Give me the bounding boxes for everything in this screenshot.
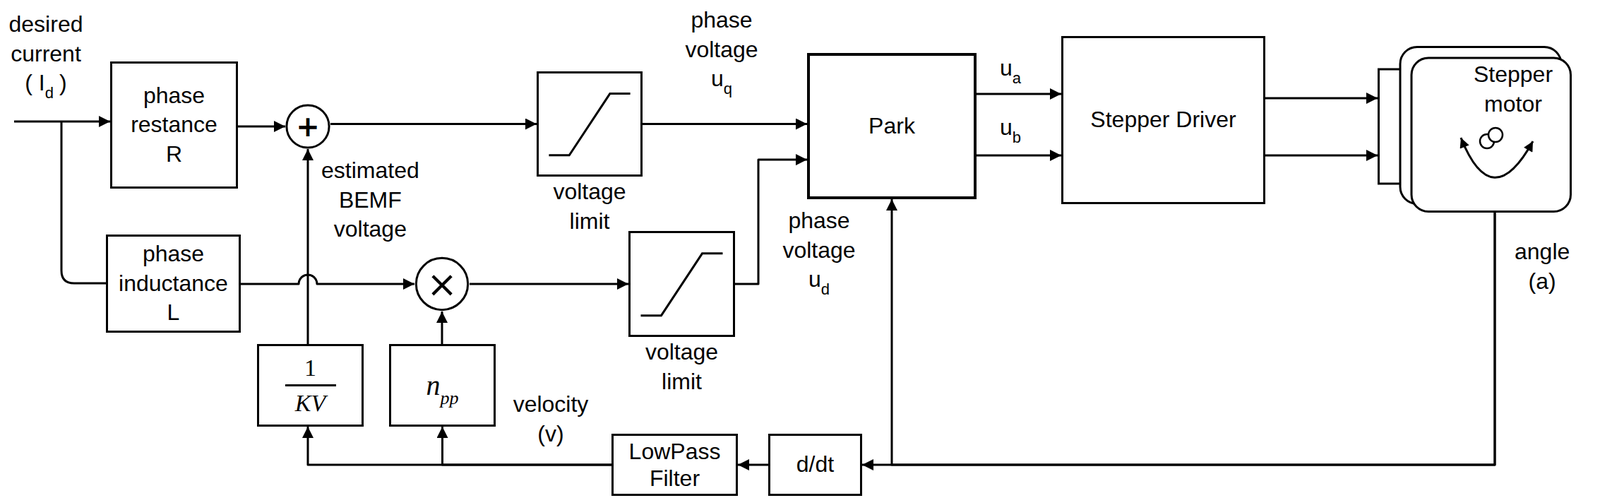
signal-subscript: b	[1012, 127, 1022, 149]
process-box: phase restance R	[110, 61, 238, 189]
saturation-icon	[641, 253, 724, 316]
signal-connector	[240, 274, 415, 284]
operator-symbol: +	[295, 112, 320, 141]
text-holder: ×	[414, 256, 470, 312]
box-label: phase inductance L	[118, 239, 229, 328]
block-caption: voltage limit	[645, 337, 719, 397]
signal-name: )	[59, 68, 68, 99]
signal-subscript: a	[1012, 68, 1022, 89]
saturation-icon	[630, 233, 733, 335]
circle-outline	[286, 105, 330, 148]
label-row: ( Id)	[24, 68, 67, 99]
label-row: ud	[808, 264, 830, 295]
gain-box: 1KV	[257, 343, 364, 427]
label-group: desired current( Id)	[9, 9, 84, 99]
filter-box: LowPass Filter	[611, 433, 738, 496]
fraction-denominator: KV	[295, 389, 326, 417]
text-holder: Stepper Driver	[1090, 105, 1236, 135]
rotation-arrow	[1460, 137, 1533, 178]
text-holder: LowPass Filter	[629, 437, 721, 493]
text-holder: d/dt	[796, 449, 834, 480]
limiter-block: voltage limit	[628, 230, 736, 337]
text-holder: 1KV	[285, 353, 337, 417]
multiplier-junction: ×	[414, 256, 470, 312]
text-holder: +	[285, 103, 331, 149]
label-row: phase voltage	[684, 5, 758, 65]
signal-name: ( I	[24, 68, 45, 99]
signal-name: u	[999, 112, 1013, 143]
label-group: phase voltageud	[782, 206, 856, 295]
box-label: Stepper Driver	[1090, 105, 1236, 135]
signal-subscript: d	[45, 83, 54, 104]
motor-housing	[1411, 57, 1572, 212]
signal-connector	[891, 199, 1495, 465]
box-label: Park	[868, 111, 916, 142]
text-holder: npp	[426, 368, 459, 403]
transform-box: Park	[807, 52, 977, 200]
gain-subscript: pp	[440, 386, 459, 409]
label-row: phase voltage	[782, 206, 856, 265]
gain-box: npp	[389, 343, 496, 427]
box-label: d/dt	[796, 449, 834, 480]
signal-name: u	[999, 53, 1013, 84]
signal-connector	[976, 92, 1062, 95]
signal-connector	[862, 212, 1495, 465]
signal-name: phase voltage	[684, 5, 758, 65]
box-label: LowPass Filter	[629, 437, 721, 493]
label-group: phase voltageuq	[684, 5, 758, 94]
signal-connector	[441, 311, 444, 344]
gain-symbol: n	[426, 368, 441, 403]
signal-name: u	[711, 64, 724, 94]
motor-connector	[1378, 69, 1401, 184]
circle-outline	[415, 257, 468, 310]
signal-connector	[976, 153, 1062, 157]
driver-box: Stepper Driver	[1061, 36, 1266, 205]
motor-label: Stepper motor	[1473, 60, 1553, 119]
summing-junction: +	[285, 103, 331, 149]
signal-connector	[330, 122, 537, 125]
motor-symbol: Stepper motor	[1377, 45, 1572, 213]
label-row: uq	[711, 64, 733, 94]
box-label: phase restance R	[130, 81, 218, 170]
text-holder: phase inductance L	[118, 239, 229, 328]
edge-label: velocity (v)	[511, 389, 591, 449]
signal-connector	[1265, 153, 1378, 157]
block-caption: voltage limit	[552, 177, 626, 236]
saturation-icon	[548, 93, 630, 156]
signal-connector	[307, 148, 310, 344]
label-group: ua	[999, 53, 1022, 84]
text-holder: phase restance R	[130, 81, 218, 170]
input-branch-line	[61, 121, 106, 284]
fraction-bar	[285, 384, 337, 387]
signal-connector	[1265, 97, 1378, 100]
label-row: ub	[999, 112, 1022, 143]
signal-connector	[642, 122, 808, 125]
signal-name: desired current	[9, 9, 84, 69]
label-row: ua	[999, 53, 1022, 84]
label-group: ub	[999, 112, 1022, 143]
signal-connector	[737, 463, 769, 467]
signal-subscript: q	[723, 79, 733, 100]
signal-name: u	[808, 264, 822, 295]
derivative-box: d/dt	[768, 433, 863, 496]
operator-symbol: ×	[426, 265, 458, 303]
saturation-icon	[538, 73, 641, 175]
signal-subscript: d	[821, 279, 830, 301]
signal-connector	[237, 125, 286, 128]
edge-label: estimated BEMF voltage	[319, 156, 422, 245]
text-holder: Park	[868, 111, 916, 142]
process-box: phase inductance L	[105, 234, 241, 333]
motor-shaft	[1488, 127, 1503, 142]
fraction-numerator: 1	[304, 353, 317, 382]
signal-name: phase voltage	[782, 206, 856, 265]
signal-connector	[469, 283, 629, 286]
limiter-block: voltage limit	[536, 71, 643, 177]
edge-label: angle (a)	[1512, 237, 1572, 296]
label-row: desired current	[9, 9, 84, 69]
